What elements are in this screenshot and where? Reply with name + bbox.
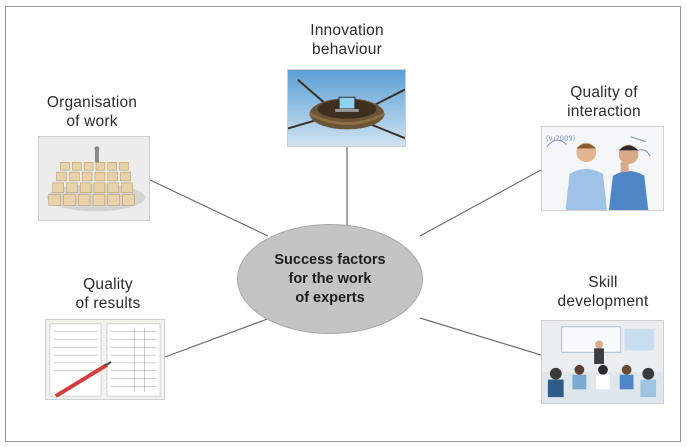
connector-skills [419, 317, 542, 356]
label-innovation-line-2: behaviour [312, 41, 382, 58]
label-innovation-line-1: Innovation [310, 22, 384, 39]
center-hub: Success factors for the work of experts [237, 224, 423, 334]
hub-line-2: for the work [288, 270, 372, 287]
bird-nest-laptop-icon [287, 69, 406, 147]
training-classroom-icon [541, 320, 664, 404]
hub-line-1: Success factors [274, 251, 386, 268]
label-results-line-2: of results [75, 295, 141, 312]
checklist-form-icon [45, 319, 165, 400]
hub-line-3: of experts [295, 289, 365, 306]
two-men-whiteboard-icon: (\u2009) [541, 126, 664, 211]
label-results-line-1: Quality [83, 276, 133, 293]
connector-results [164, 317, 271, 358]
label-results: Quality of results [56, 275, 160, 313]
label-skills-line-2: development [557, 293, 649, 310]
label-interaction-line-2: interaction [567, 103, 641, 120]
svg-text:(\u2009): (\u2009) [546, 135, 576, 143]
label-interaction-line-1: Quality of [570, 84, 638, 101]
label-innovation: Innovation behaviour [279, 21, 415, 59]
label-skills-line-1: Skill [588, 274, 618, 291]
label-organisation: Organisation of work [30, 93, 154, 131]
label-skills: Skill development [531, 273, 675, 311]
box-grid-icon [38, 136, 150, 221]
label-interaction: Quality of interaction [540, 83, 668, 121]
connector-interaction [419, 169, 542, 237]
label-organisation-line-1: Organisation [46, 94, 138, 111]
label-organisation-line-2: of work [66, 113, 118, 130]
connector-organisation [149, 179, 269, 237]
